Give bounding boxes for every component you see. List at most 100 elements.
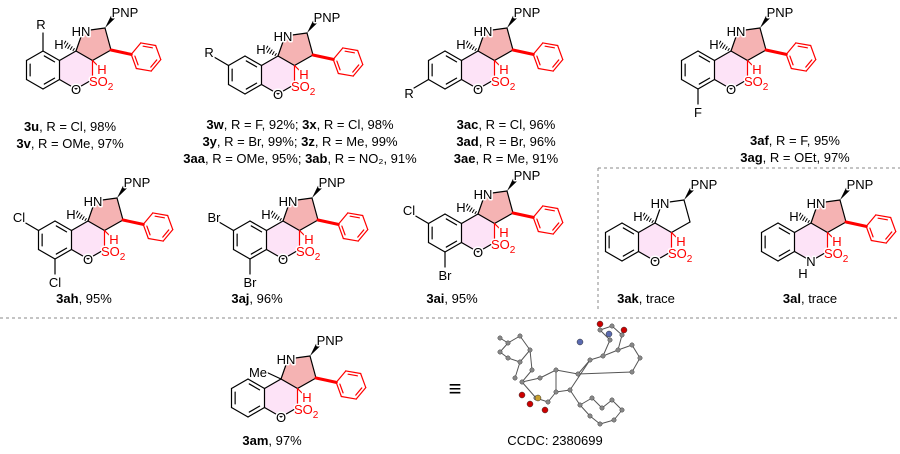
pnp-label: PNP bbox=[314, 10, 341, 25]
nh-label: HN bbox=[727, 24, 746, 39]
label-line: 3ah, 95% bbox=[56, 290, 112, 307]
oxathiine-ring-highlight bbox=[794, 223, 828, 261]
compound-detail: , R = F, 92%; bbox=[223, 117, 303, 132]
oxygen-label: O bbox=[71, 82, 81, 97]
so2-label: SO2 bbox=[294, 402, 319, 421]
compound-id: 3al bbox=[782, 291, 801, 306]
ring-fusion-h-label: H bbox=[256, 42, 265, 57]
compound-label-3ai: 3ai, 95% bbox=[426, 290, 477, 307]
compound-detail: , R = Cl, 98% bbox=[316, 117, 394, 132]
substituent-label: R bbox=[404, 86, 413, 101]
so2-label: SO2 bbox=[101, 244, 126, 263]
nh-label: HN bbox=[84, 194, 103, 209]
pyrrolidine-ring-highlight bbox=[76, 28, 111, 61]
compound-label-3ak: 3ak, trace bbox=[617, 290, 675, 307]
phenyl-ring bbox=[130, 42, 162, 72]
so2-label: SO2 bbox=[491, 74, 516, 93]
ring-fusion-h-label: H bbox=[676, 234, 685, 249]
so2-label: SO2 bbox=[296, 244, 321, 263]
compound-id: 3w bbox=[206, 117, 224, 132]
substituent-label: R bbox=[36, 17, 45, 32]
oxathiine-ring-highlight bbox=[638, 223, 672, 261]
oxathiine-ring-highlight bbox=[71, 221, 105, 259]
compound-id: 3ah bbox=[56, 291, 79, 306]
substituent-label: R bbox=[204, 45, 213, 60]
ring-fusion-h-label: H bbox=[499, 225, 508, 240]
compound-id: 3x bbox=[302, 117, 317, 132]
substituent-label: Br bbox=[244, 275, 258, 290]
pyrrolidine-ring-highlight bbox=[478, 28, 513, 61]
so2-label: SO2 bbox=[89, 74, 114, 93]
pyrrolidine-ring-highlight bbox=[283, 198, 318, 231]
label-line: 3ae, R = Me, 91% bbox=[454, 150, 558, 167]
phenyl-ring bbox=[532, 42, 564, 72]
pnp-label: PNP bbox=[514, 168, 541, 183]
compound-detail: , R = Me, 99% bbox=[314, 134, 398, 149]
ring-fusion-h-label: H bbox=[299, 67, 308, 82]
pyrrolidine-ring-highlight bbox=[811, 200, 846, 233]
pnp-label: PNP bbox=[767, 5, 794, 20]
label-line: 3ad, R = Br, 96% bbox=[454, 133, 558, 150]
oxathiine-ring-highlight bbox=[714, 51, 748, 89]
so2-label: SO2 bbox=[668, 246, 693, 265]
compound-detail: , 95% bbox=[444, 291, 478, 306]
oxathiine-ring-highlight bbox=[461, 51, 495, 89]
nh-label: HN bbox=[807, 196, 826, 211]
label-line: 3ak, trace bbox=[617, 290, 675, 307]
label-line: 3am, 97% bbox=[242, 432, 301, 449]
compound-detail: , R = Br, 99%; bbox=[216, 134, 302, 149]
oxygen-label: O bbox=[276, 410, 286, 425]
nh-label: HN bbox=[72, 24, 91, 39]
pnp-label: PNP bbox=[847, 177, 874, 192]
pyrrolidine-ring-highlight bbox=[278, 33, 313, 66]
so2-label: SO2 bbox=[491, 237, 516, 256]
pyrrolidine-ring-highlight bbox=[281, 356, 316, 389]
compound-detail: , trace bbox=[638, 291, 675, 306]
ring-fusion-h-label: H bbox=[752, 62, 761, 77]
ring-fusion-h-label: H bbox=[709, 37, 718, 52]
compound-label-3am: 3am, 97% bbox=[242, 432, 301, 449]
ring-fusion-h-label: H bbox=[633, 209, 642, 224]
oxygen-label: O bbox=[278, 252, 288, 267]
compound-label-3al: 3al, trace bbox=[783, 290, 837, 307]
compound-label-3af: 3af, R = F, 95%3ag, R = OEt, 97% bbox=[740, 132, 849, 166]
label-line: 3ac, R = Cl, 96% bbox=[454, 116, 558, 133]
compound-id: 3aj bbox=[231, 291, 250, 306]
label-line: 3v, R = OMe, 97% bbox=[16, 135, 123, 152]
so2-label: SO2 bbox=[824, 246, 849, 265]
ring-fusion-h-label: H bbox=[54, 37, 63, 52]
compound-id: 3ad bbox=[456, 134, 479, 149]
compound-id: 3u bbox=[23, 119, 40, 134]
label-line: 3ai, 95% bbox=[426, 290, 477, 307]
oxygen-label: O bbox=[650, 254, 660, 269]
oxathiine-ring-highlight bbox=[261, 56, 295, 94]
amine-h-label: H bbox=[798, 266, 807, 281]
label-line: 3u, R = Cl, 98% bbox=[16, 118, 123, 135]
ring-fusion-h-label: H bbox=[66, 207, 75, 222]
label-line: 3af, R = F, 95% bbox=[740, 132, 849, 149]
phenyl-ring bbox=[337, 212, 369, 242]
pnp-label: PNP bbox=[112, 5, 139, 20]
compound-detail: , R = F, 95% bbox=[768, 133, 840, 148]
compound-label-3aj: 3aj, 96% bbox=[231, 290, 282, 307]
compound-detail: , 96% bbox=[249, 291, 283, 306]
nh-label: HN bbox=[474, 24, 493, 39]
label-line: 3w, R = F, 92%; 3x, R = Cl, 98% bbox=[183, 116, 416, 133]
compound-detail: , 97% bbox=[268, 433, 302, 448]
ring-fusion-h-label: H bbox=[302, 390, 311, 405]
oxathiine-ring-highlight bbox=[266, 221, 300, 259]
oxathiine-ring-highlight bbox=[59, 51, 93, 89]
ring-fusion-h-label: H bbox=[832, 234, 841, 249]
label-line: 3aj, 96% bbox=[231, 290, 282, 307]
equivalence-symbol: ≡ bbox=[448, 376, 462, 401]
